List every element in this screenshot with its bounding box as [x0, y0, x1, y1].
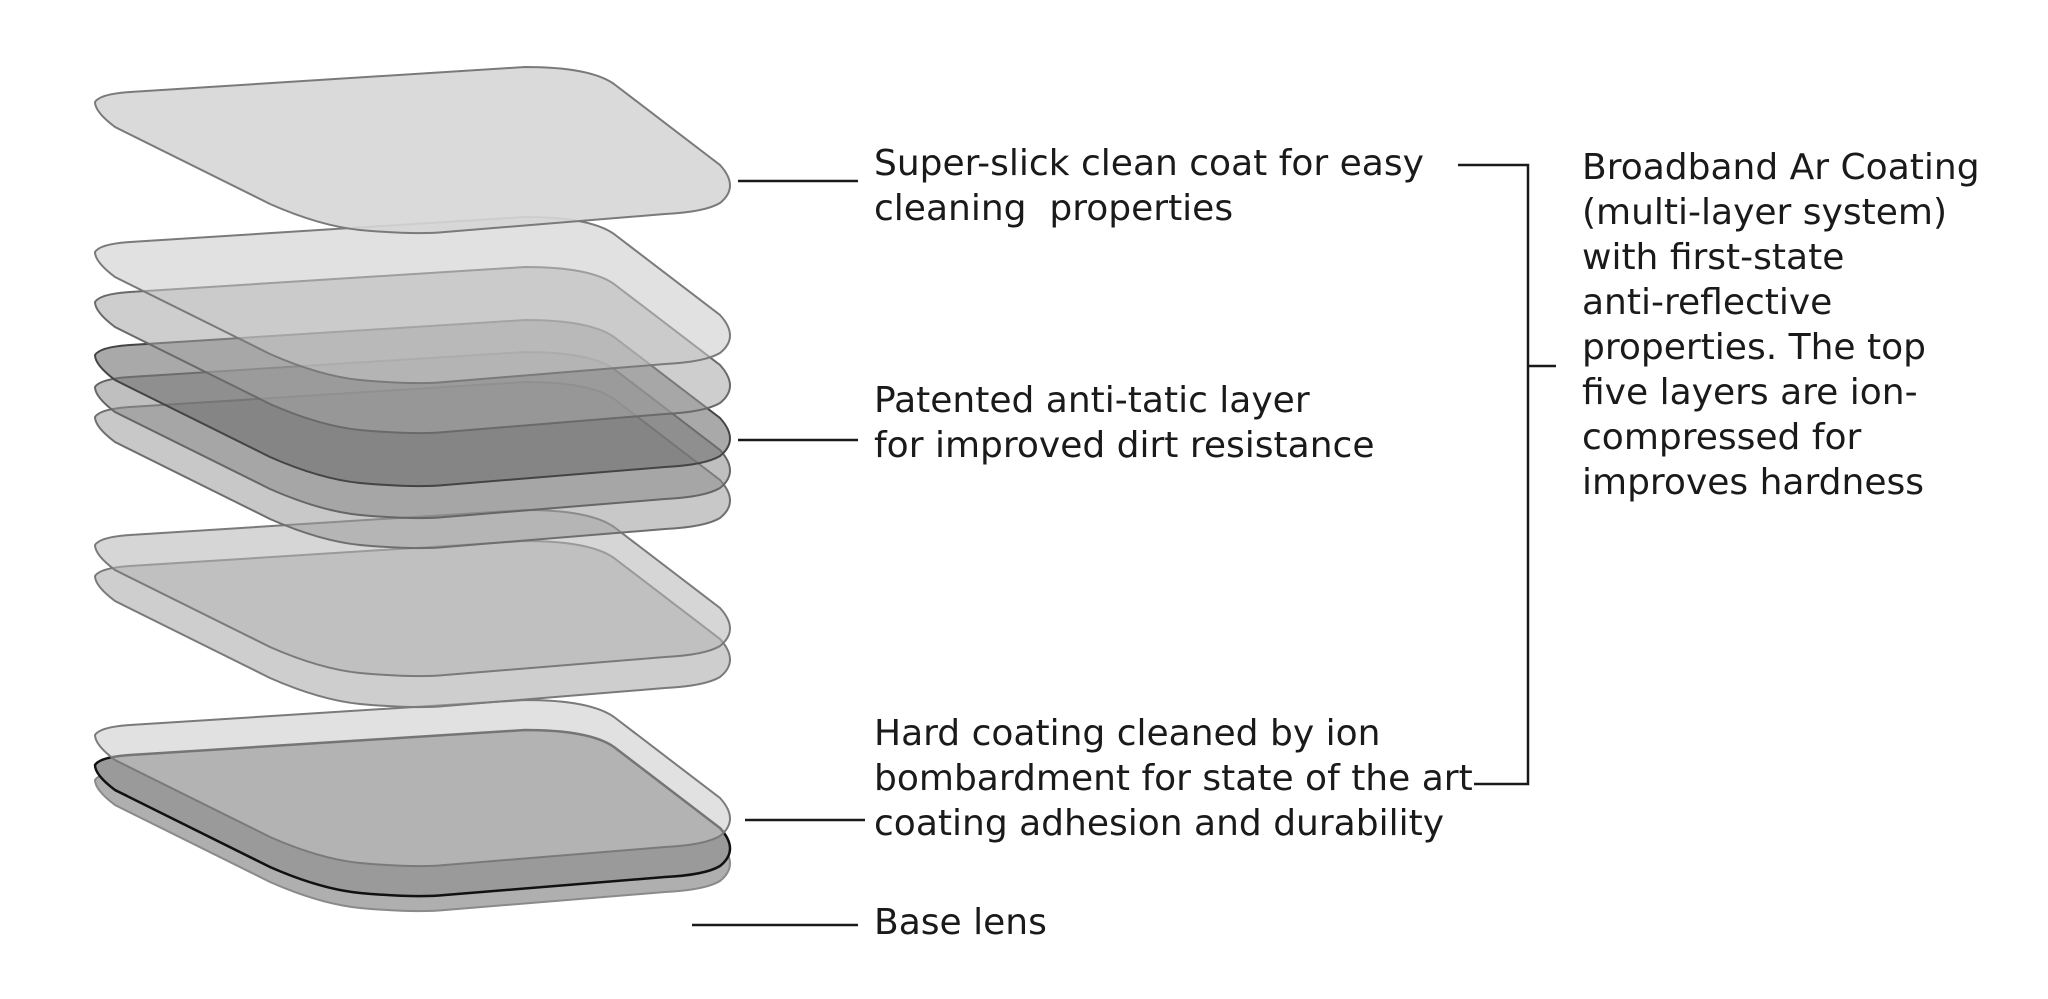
anti-static-label: Patented anti-tatic layer for improved d… — [874, 380, 1375, 466]
clean-coat-label: Super-slick clean coat for easy cleaning… — [874, 143, 1424, 229]
ar-coating-label: Broadband Ar Coating (multi-layer system… — [1582, 147, 1980, 503]
base-lens-label: Base lens — [874, 902, 1047, 943]
hard-coating-label: Hard coating cleaned by ion bombardment … — [874, 713, 1473, 844]
ar-coating-bracket — [1458, 163, 1530, 786]
clean-coat-layer — [94, 66, 731, 235]
